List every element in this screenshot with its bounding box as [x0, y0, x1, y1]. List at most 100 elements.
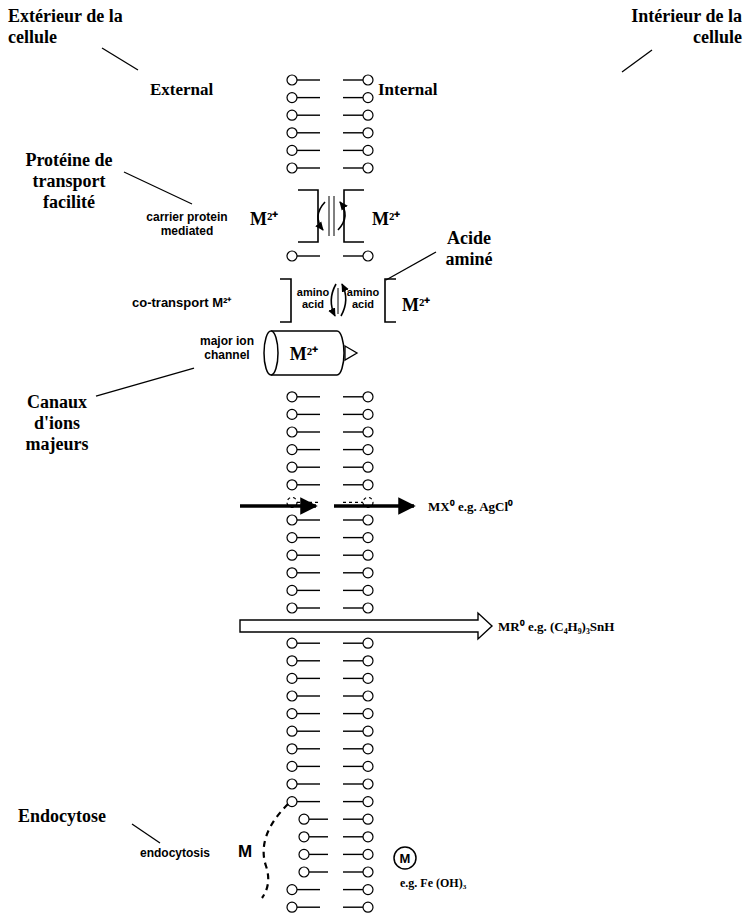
lipid-tail: [343, 572, 363, 573]
leader-line: [386, 252, 436, 280]
lipid-head: [363, 462, 373, 472]
lipid-tail: [297, 766, 320, 767]
rotation-arrow: [338, 202, 345, 230]
ion-label: M²⁺: [250, 206, 278, 230]
leader-lines: [96, 48, 652, 843]
species-label: e.g. Fe (OH)₃: [400, 876, 466, 891]
lipid-tail: [343, 79, 363, 80]
lipid-tail: [297, 449, 320, 450]
lipid-tail: [343, 871, 363, 872]
lipid-tail: [343, 748, 363, 749]
lipid-head: [287, 110, 297, 120]
lipid-tail: [297, 695, 320, 696]
lipid-tail: [343, 590, 363, 591]
leader-line: [124, 172, 192, 204]
lipid-head: [363, 445, 373, 455]
mechanism-label: major ion channel: [192, 334, 262, 362]
lipid-head: [287, 638, 297, 648]
lipid-bilayer: [287, 75, 373, 912]
lipid-head: [363, 409, 373, 419]
mechanism-label: co-transport M²⁺: [132, 293, 231, 311]
leader-line: [132, 824, 160, 843]
lipid-tail: [309, 819, 328, 820]
lipid-tail: [297, 783, 320, 784]
lipid-head: [363, 673, 373, 683]
cylinder-body: [271, 331, 344, 375]
lipid-head: [287, 409, 297, 419]
lipid-tail: [343, 783, 363, 784]
lipid-tail: [297, 396, 320, 397]
lipid-head: [287, 145, 297, 155]
lipid-head: [363, 145, 373, 155]
endocytosis-vesicle: [262, 804, 288, 898]
lipid-head: [287, 585, 297, 595]
neutral-complex-arrow: [240, 506, 414, 507]
lipid-tail: [343, 150, 363, 151]
lipid-tail: [343, 114, 363, 115]
callout-label: Endocytose: [18, 806, 106, 827]
lipid-tail: [297, 114, 320, 115]
lipid-tail: [297, 537, 320, 538]
protein-pore: [329, 196, 330, 236]
lipid-head: [287, 902, 297, 912]
lipid-tail: [297, 643, 320, 644]
lipid-tail: [343, 255, 363, 256]
lipid-head: [363, 480, 373, 490]
diffusion-arrow: [334, 504, 414, 508]
callout-label: Canaux d'ions majeurs: [14, 392, 100, 455]
particle-label: M: [238, 842, 252, 862]
lipid-head: [287, 462, 297, 472]
lipid-head: [287, 656, 297, 666]
lipid-head: [363, 93, 373, 103]
protein-subunit: [385, 279, 396, 322]
ion-label: M²⁺: [402, 292, 430, 316]
lipid-head: [363, 75, 373, 85]
lipid-head: [363, 709, 373, 719]
lipid-head: [287, 779, 297, 789]
region-label: Extérieur de la cellule: [8, 6, 126, 48]
lipid-head: [363, 515, 373, 525]
lipid-head: [287, 709, 297, 719]
lipid-tail: [343, 449, 363, 450]
side-label: Internal: [378, 80, 438, 100]
lipid-tail: [297, 555, 320, 556]
lipid-head: [287, 550, 297, 560]
lipid-tail: [297, 484, 320, 485]
lipid-head: [363, 849, 373, 859]
lipid-tail: [297, 467, 320, 468]
lipid-head: [287, 673, 297, 683]
cotransport-protein: [280, 279, 396, 322]
lipid-tail: [343, 414, 363, 415]
lipid-head: [363, 797, 373, 807]
lipid-tail: [343, 854, 363, 855]
lipid-head: [363, 691, 373, 701]
lipid-head: [287, 691, 297, 701]
lipid-head: [287, 744, 297, 754]
lipid-head: [287, 568, 297, 578]
lipid-head: [363, 427, 373, 437]
lipid-tail: [343, 766, 363, 767]
lipid-tail: [297, 79, 320, 80]
lipid-tail: [343, 97, 363, 98]
lipid-head: [287, 163, 297, 173]
node-text: M: [400, 851, 411, 866]
lipid-tail: [297, 660, 320, 661]
lipid-tail: [343, 502, 363, 503]
rotation-arrow: [341, 284, 346, 316]
node-text: M²⁺: [290, 341, 318, 365]
lipid-tail: [343, 537, 363, 538]
lipid-tail: [297, 97, 320, 98]
lipid-tail: [343, 678, 363, 679]
lipid-head: [363, 902, 373, 912]
lipid-tail: [343, 484, 363, 485]
lipid-head: [363, 568, 373, 578]
leader-line: [102, 48, 138, 70]
lipid-head: [363, 832, 373, 842]
flow-arrowhead: [345, 346, 357, 360]
lipophilic-arrow: [240, 613, 492, 639]
species-label: MX⁰ e.g. AgCl⁰: [428, 497, 513, 515]
protein-subunit: [280, 279, 291, 322]
lipid-tail: [309, 854, 328, 855]
lipid-head: [287, 75, 297, 85]
